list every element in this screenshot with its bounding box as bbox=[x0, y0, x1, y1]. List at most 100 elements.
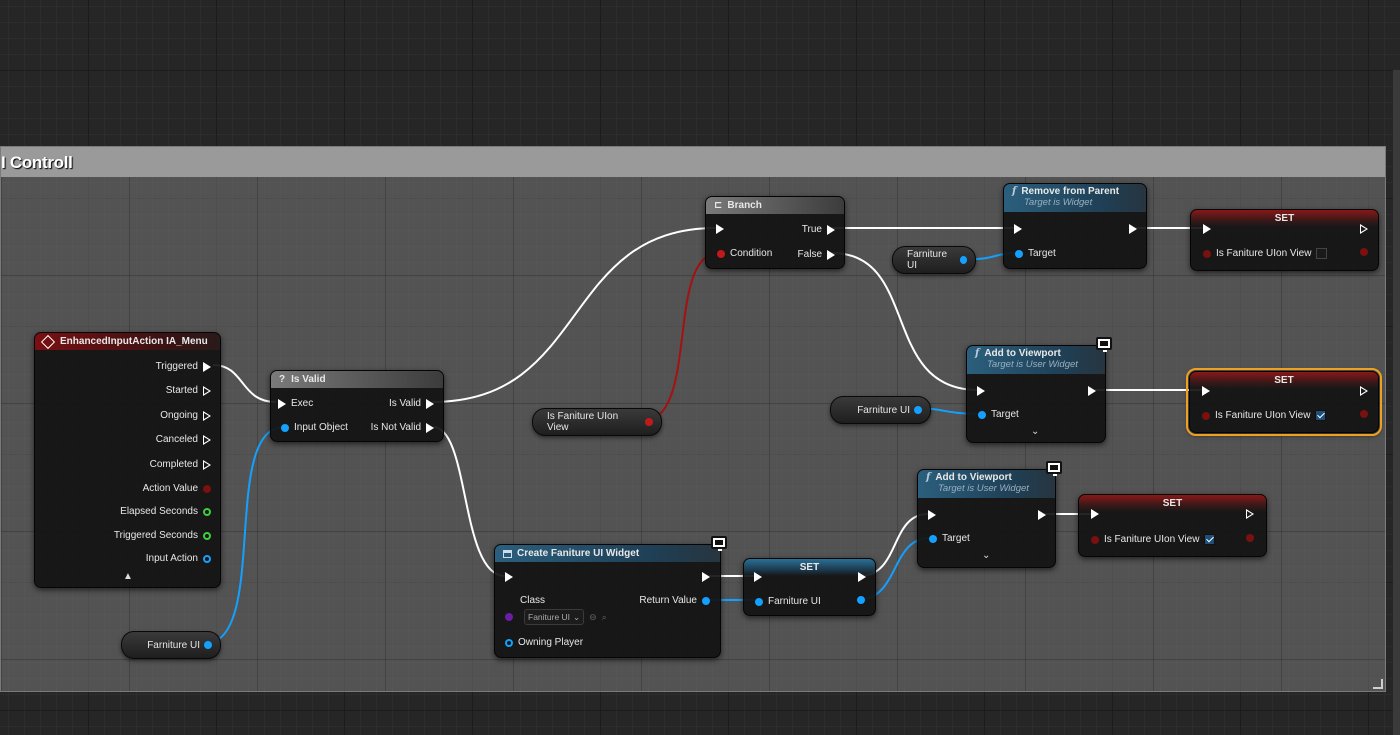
object-pin-icon[interactable] bbox=[978, 410, 986, 419]
pin-add1-exec-in[interactable] bbox=[977, 386, 985, 396]
set-farniture-header[interactable]: SET bbox=[744, 559, 875, 576]
object-pin-icon[interactable] bbox=[702, 596, 710, 605]
float-pin-icon[interactable] bbox=[203, 531, 211, 540]
exec-pin-icon[interactable] bbox=[203, 459, 211, 470]
set-top-header[interactable]: SET bbox=[1191, 210, 1378, 227]
exec-pin-icon[interactable] bbox=[1091, 509, 1099, 519]
pin-set-mid-out[interactable] bbox=[857, 596, 865, 604]
exec-pin-icon[interactable] bbox=[702, 572, 710, 582]
pin-set-sel-exec-out[interactable] bbox=[1360, 386, 1368, 396]
var-farniture-ui-mid[interactable]: Farniture UI bbox=[830, 396, 931, 424]
exec-pin-icon[interactable] bbox=[203, 410, 211, 421]
checkbox-checked[interactable] bbox=[1204, 534, 1216, 545]
exec-pin-icon[interactable] bbox=[426, 422, 434, 433]
bool-pin-icon[interactable] bbox=[1360, 248, 1368, 256]
exec-pin-icon[interactable] bbox=[1014, 224, 1022, 234]
pin-true[interactable]: True bbox=[802, 224, 835, 235]
object-pin-icon[interactable] bbox=[204, 641, 212, 649]
bool-pin-icon[interactable] bbox=[717, 249, 725, 258]
class-dropdown[interactable]: Faniture UI⌄ bbox=[524, 609, 585, 625]
pin-is-valid-out[interactable]: Is Valid bbox=[389, 398, 434, 409]
pin-set-mid-value[interactable]: Farniture UI bbox=[755, 596, 821, 607]
object-pin-icon[interactable] bbox=[505, 638, 513, 647]
chevron-down-icon[interactable]: ⌄ bbox=[982, 550, 991, 561]
pin-action-value[interactable]: Action Value bbox=[143, 483, 211, 494]
exec-pin-icon[interactable] bbox=[928, 510, 936, 520]
object-pin-icon[interactable] bbox=[1015, 249, 1023, 258]
object-pin-icon[interactable] bbox=[959, 256, 967, 264]
pin-branch-exec-in[interactable] bbox=[716, 224, 724, 234]
comment-header[interactable]: I Controll bbox=[1, 147, 1385, 177]
pin-remove-exec-out[interactable] bbox=[1129, 224, 1137, 234]
exec-pin-icon[interactable] bbox=[716, 224, 724, 234]
checkbox-checked[interactable] bbox=[1315, 410, 1327, 421]
create-widget-node[interactable]: Create Faniture UI Widget Class Faniture… bbox=[494, 544, 721, 658]
exec-pin-icon[interactable] bbox=[1202, 386, 1210, 396]
set-node-selected[interactable]: SET Is Faniture UIon View bbox=[1186, 368, 1382, 436]
exec-pin-icon[interactable] bbox=[1360, 386, 1368, 396]
exec-pin-icon[interactable] bbox=[203, 361, 211, 372]
bool-pin-icon[interactable] bbox=[1202, 411, 1210, 420]
exec-pin-icon[interactable] bbox=[827, 224, 835, 235]
create-widget-header[interactable]: Create Faniture UI Widget bbox=[495, 545, 720, 562]
pin-set-sel-exec-in[interactable] bbox=[1202, 386, 1210, 396]
float-pin-icon[interactable] bbox=[203, 507, 211, 516]
pin-set-top-exec-out[interactable] bbox=[1360, 224, 1368, 234]
pin-class[interactable]: Faniture UI⌄ ⊖ ⌕ bbox=[505, 609, 607, 625]
pin-set-bot-out[interactable] bbox=[1246, 534, 1254, 542]
var-is-on-view[interactable]: Is Faniture UIon View bbox=[532, 408, 662, 436]
pin-add2-exec-out[interactable] bbox=[1038, 510, 1046, 520]
pin-set-top-out[interactable] bbox=[1360, 248, 1368, 256]
class-pin-icon[interactable] bbox=[505, 613, 513, 621]
bool-pin-icon[interactable] bbox=[645, 418, 653, 426]
set-selected-header[interactable]: SET bbox=[1190, 372, 1378, 389]
chevron-up-icon[interactable]: ▲ bbox=[123, 571, 133, 582]
pin-input-action[interactable]: Input Action bbox=[146, 553, 211, 564]
object-pin-icon[interactable] bbox=[929, 534, 937, 543]
object-pin-icon[interactable] bbox=[203, 554, 211, 563]
pin-input-object[interactable]: Input Object bbox=[281, 422, 348, 433]
pin-return-value[interactable]: Return Value bbox=[639, 595, 710, 606]
pin-set-sel-value[interactable]: Is Faniture UIon View bbox=[1202, 410, 1327, 421]
exec-pin-icon[interactable] bbox=[858, 572, 866, 582]
exec-pin-icon[interactable] bbox=[505, 572, 513, 582]
pin-set-mid-exec-out[interactable] bbox=[858, 572, 866, 582]
object-pin-icon[interactable] bbox=[914, 406, 922, 414]
bool-pin-icon[interactable] bbox=[1360, 410, 1368, 418]
branch-header[interactable]: ⊏ Branch bbox=[706, 197, 844, 214]
pin-elapsed-seconds[interactable]: Elapsed Seconds bbox=[120, 506, 211, 517]
exec-pin-icon[interactable] bbox=[1203, 224, 1211, 234]
is-valid-node[interactable]: ? Is Valid Exec Input Object Is Valid Is… bbox=[270, 370, 444, 442]
set-node-bottom[interactable]: SET Is Faniture UIon View bbox=[1078, 494, 1267, 557]
pin-set-sel-out[interactable] bbox=[1360, 410, 1368, 418]
exec-pin-icon[interactable] bbox=[977, 386, 985, 396]
chevron-down-icon[interactable]: ⌄ bbox=[1031, 426, 1040, 437]
pin-triggered[interactable]: Triggered bbox=[156, 361, 211, 372]
browse-arrow-icon[interactable]: ⊖ bbox=[589, 611, 597, 622]
pin-false[interactable]: False bbox=[798, 249, 835, 260]
pin-started[interactable]: Started bbox=[166, 385, 211, 396]
pin-set-mid-exec-in[interactable] bbox=[754, 572, 762, 582]
pin-set-top-exec-in[interactable] bbox=[1203, 224, 1211, 234]
exec-pin-icon[interactable] bbox=[1129, 224, 1137, 234]
pin-exec-in[interactable]: Exec bbox=[278, 398, 313, 409]
pin-create-exec-in[interactable] bbox=[505, 572, 513, 582]
exec-pin-icon[interactable] bbox=[203, 434, 211, 445]
pin-add2-exec-in[interactable] bbox=[928, 510, 936, 520]
exec-pin-icon[interactable] bbox=[1360, 224, 1368, 234]
input-action-header[interactable]: EnhancedInputAction IA_Menu bbox=[35, 333, 220, 350]
pin-add2-target[interactable]: Target bbox=[929, 533, 970, 544]
var-farniture-ui-bottom[interactable]: Farniture UI bbox=[121, 631, 221, 659]
pin-owning-player[interactable]: Owning Player bbox=[505, 637, 583, 648]
object-pin-icon[interactable] bbox=[857, 596, 865, 604]
is-valid-header[interactable]: ? Is Valid bbox=[271, 371, 443, 388]
set-node-top[interactable]: SET Is Faniture UIon View bbox=[1190, 209, 1379, 271]
pin-triggered-seconds[interactable]: Triggered Seconds bbox=[114, 530, 211, 541]
object-pin-icon[interactable] bbox=[281, 423, 289, 432]
bool-pin-icon[interactable] bbox=[1246, 534, 1254, 542]
pin-completed[interactable]: Completed bbox=[150, 459, 211, 470]
